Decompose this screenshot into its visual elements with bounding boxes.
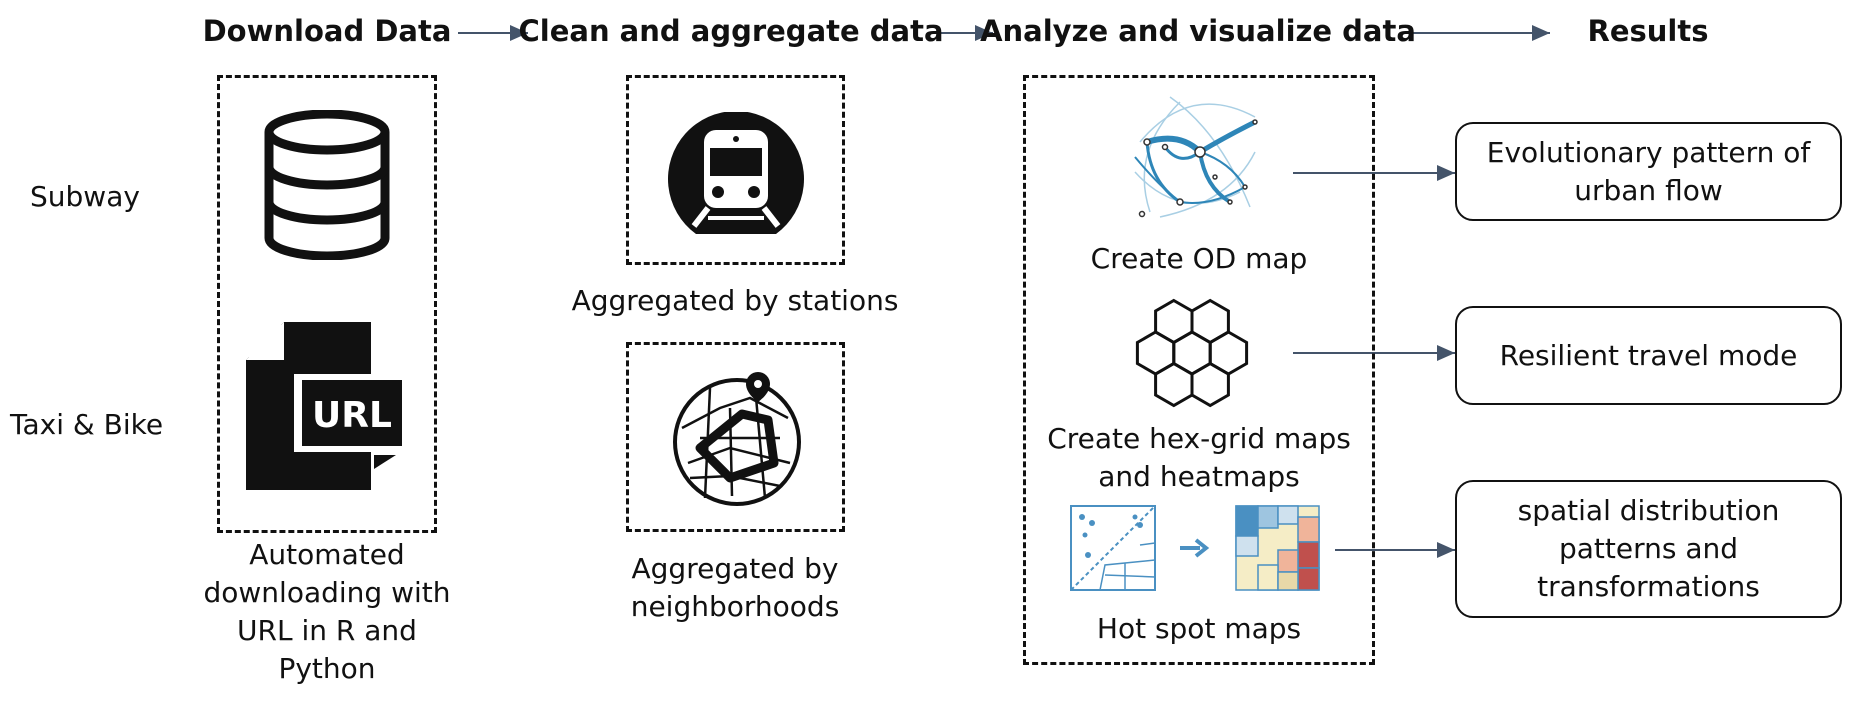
neighborhoods-caption-line: neighborhoods	[630, 590, 840, 623]
download-caption-line: downloading with	[203, 576, 451, 609]
result-spatial-line: transformations	[1537, 570, 1760, 603]
hex-grid-caption-line: and heatmaps	[1098, 460, 1300, 493]
stations-box	[626, 75, 845, 265]
neighborhood-map-icon	[673, 372, 801, 506]
analyze-box	[1023, 75, 1375, 665]
download-caption-line: URL in R and	[237, 614, 417, 647]
result-urban-flow-line: Evolutionary pattern of	[1486, 135, 1811, 169]
result-urban-flow-box: Evolutionary pattern of urban flow	[1455, 122, 1842, 221]
neighborhoods-caption: Aggregated by neighborhoods	[631, 550, 840, 626]
header-download-data: Download Data	[202, 14, 452, 48]
hex-grid-caption: Create hex-grid maps and heatmaps	[1047, 420, 1351, 496]
row-label-taxi-bike: Taxi & Bike	[10, 408, 164, 441]
database-icon	[264, 110, 390, 260]
result-spatial-line: spatial distribution	[1517, 494, 1780, 527]
neighborhoods-box	[626, 342, 845, 532]
result-resilient-text: Resilient travel mode	[1499, 338, 1798, 372]
result-urban-flow-line: urban flow	[1574, 173, 1723, 207]
od-flow-map-icon	[1134, 96, 1258, 218]
header-clean-aggregate: Clean and aggregate data	[518, 14, 944, 48]
hot-spot-caption: Hot spot maps	[1096, 612, 1302, 645]
stations-caption: Aggregated by stations	[571, 284, 899, 317]
header-analyze-visualize: Analyze and visualize data	[980, 14, 1416, 48]
od-map-caption: Create OD map	[1090, 242, 1308, 275]
hexagon-cell	[1190, 361, 1230, 408]
row-label-subway: Subway	[30, 180, 140, 213]
hot-spot-map-icon	[1070, 505, 1320, 591]
download-data-box	[217, 75, 437, 533]
hexagon-cell	[1154, 361, 1194, 408]
url-file-icon: URL	[246, 322, 406, 490]
result-resilient-box: Resilient travel mode	[1455, 306, 1842, 405]
result-spatial-box: spatial distribution patterns and transf…	[1455, 480, 1842, 618]
download-caption-line: Python	[278, 652, 376, 685]
result-spatial-line: patterns and	[1558, 532, 1739, 565]
download-caption: Automated downloading with URL in R and …	[204, 536, 451, 688]
neighborhoods-caption-line: Aggregated by	[631, 552, 839, 585]
hex-grid-caption-line: Create hex-grid maps	[1047, 422, 1351, 455]
subway-train-icon	[668, 112, 804, 234]
header-results: Results	[1587, 14, 1709, 48]
url-text: URL	[312, 395, 392, 436]
hexagon-grid-icon	[1135, 298, 1249, 408]
download-caption-line: Automated	[249, 538, 405, 571]
